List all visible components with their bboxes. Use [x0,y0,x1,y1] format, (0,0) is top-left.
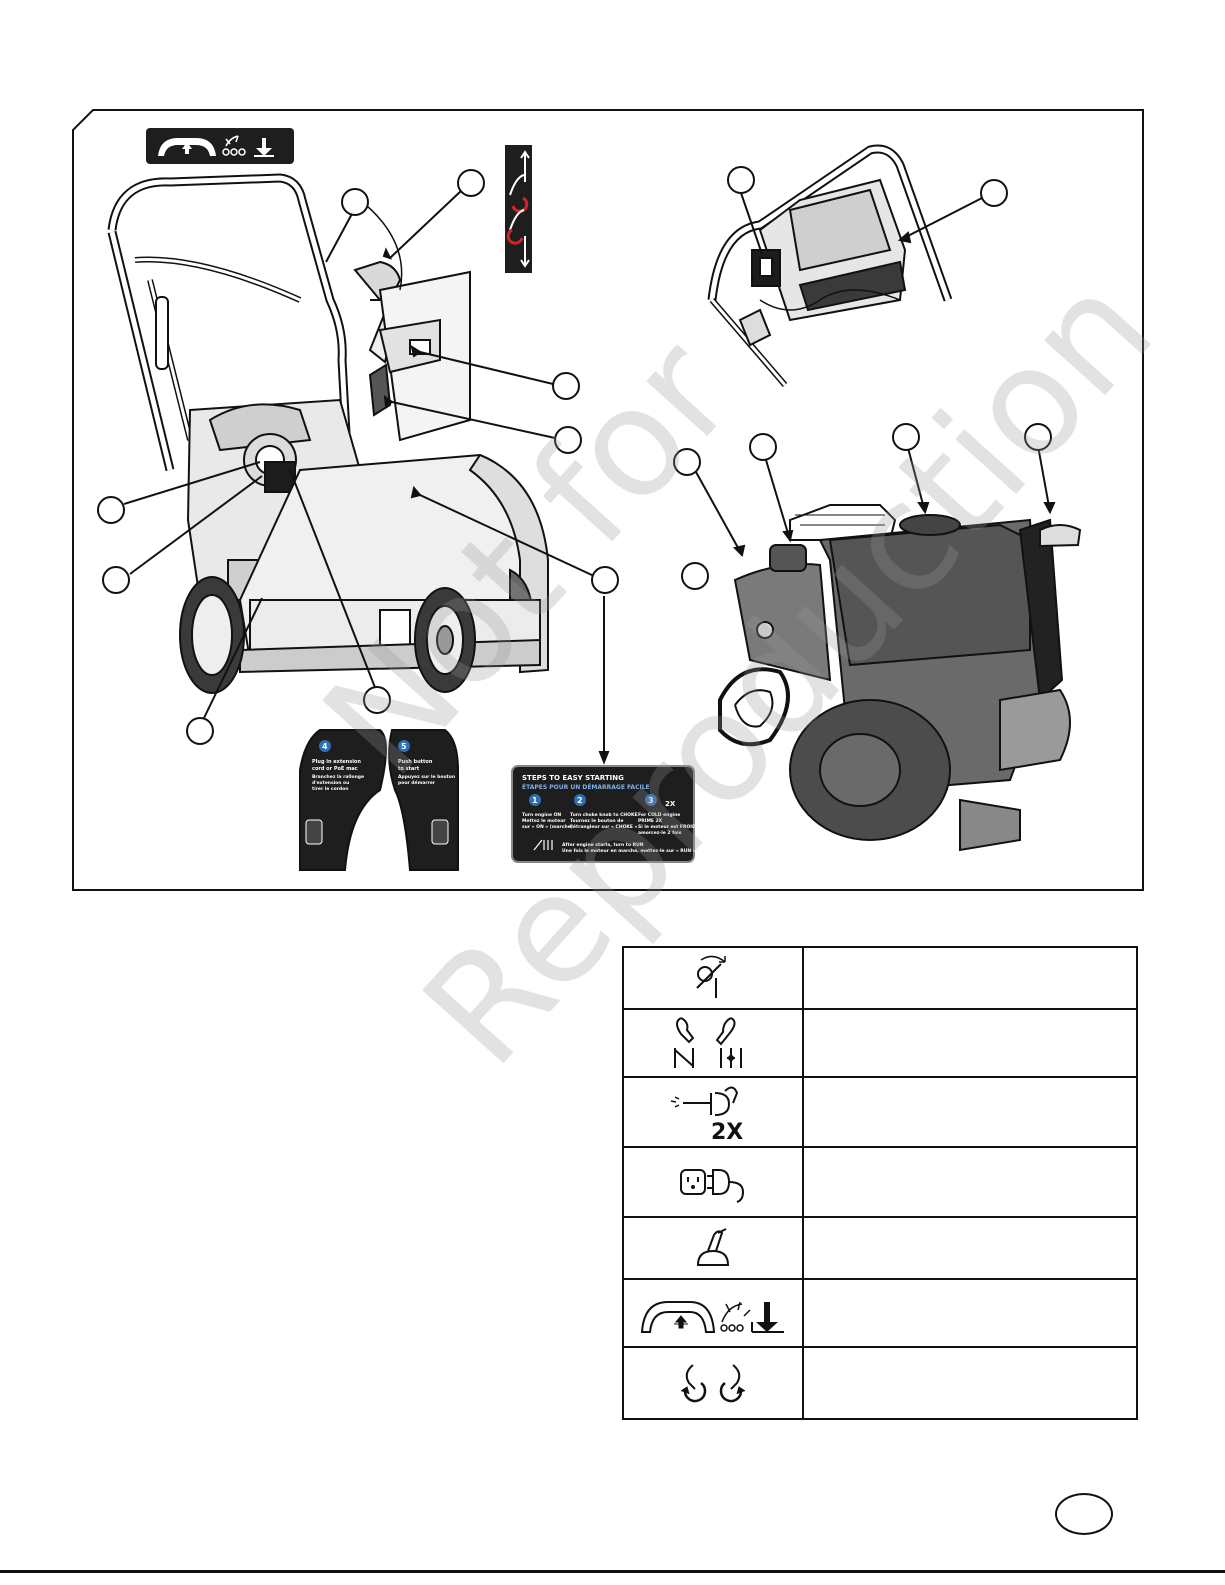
legend-symbol-cell [622,946,804,1010]
svg-text:tirer le cordon: tirer le cordon [312,786,348,792]
auger-control-icon [640,1301,784,1333]
primer-multiplier: 2X [711,1120,743,1143]
snow-thrower-drawing [107,173,549,694]
legend-row [622,1146,1139,1218]
right-decal-number: 5 [401,742,407,751]
easy-start-title: STEPS TO EASY STARTING [522,774,624,782]
auger-control-decal [146,128,294,164]
svg-text:Push button: Push button [398,759,433,765]
legend-symbol-cell [622,1278,804,1348]
engine-drawing [718,504,1082,852]
legend-symbol-cell: 2X [622,1076,804,1148]
legend-row [622,1216,1139,1280]
svg-text:For COLD engine: For COLD engine [638,812,680,818]
svg-text:PRIME 2X: PRIME 2X [638,818,663,824]
legend-row [622,1008,1139,1078]
legend-symbol-cell [622,1346,804,1420]
legend-row: 2X [622,1076,1139,1148]
legend-row [622,1278,1139,1348]
legend-description-cell [801,1008,1139,1078]
choke-run-icon [673,1017,742,1068]
legend-symbol-cell [622,1008,804,1078]
legend-description-cell [801,946,1139,1010]
push-button-start-icon [696,1228,729,1266]
svg-text:Plug in extension: Plug in extension [312,759,361,765]
callouts-handle [727,166,1008,255]
legend-description-cell [801,1346,1139,1420]
svg-text:sur « ON » (marche): sur « ON » (marche) [522,824,573,830]
callouts-snow-thrower [97,169,619,765]
frame-corner [72,109,104,141]
symbol-legend-table: 2X [622,946,1139,1420]
legend-description-cell [801,1076,1139,1148]
svg-text:Appuyez sur le bouton: Appuyez sur le bouton [398,774,455,780]
legend-description-cell [801,1146,1139,1218]
svg-text:2X: 2X [665,800,676,808]
handle-decal-right: 5 Push button to start Appuyez sur le bo… [388,729,459,871]
figure-frame [72,109,1144,891]
primer-icon: 2X [670,1086,743,1143]
legend-description-cell [801,1278,1139,1348]
illustration-layer: 4 Plug in extension cord or PoE mac Bran… [97,128,1082,871]
svg-text:Tournez le bouton de: Tournez le bouton de [570,818,623,824]
svg-text:2: 2 [577,796,583,805]
handle-decal-left: 4 Plug in extension cord or PoE mac Bran… [299,729,387,871]
svg-text:ÉTAPES POUR UN DÉMARRAGE FACIL: ÉTAPES POUR UN DÉMARRAGE FACILE [522,783,650,791]
svg-text:1: 1 [532,796,538,805]
svg-text:After engine starts, turn to R: After engine starts, turn to RUN [562,842,644,848]
svg-text:pour démarrer: pour démarrer [398,779,436,786]
bottom-rule [0,1570,1225,1573]
svg-text:3: 3 [648,796,654,805]
left-decal-number: 4 [322,742,328,751]
legend-symbol-cell [622,1216,804,1280]
svg-text:d'extension ou: d'extension ou [312,780,349,786]
svg-text:Turn engine ON: Turn engine ON [522,812,561,818]
legend-description-cell [801,1216,1139,1280]
svg-text:Mettez le moteur: Mettez le moteur [522,818,566,824]
svg-text:l'étrangleur sur « CHOKE »: l'étrangleur sur « CHOKE » [570,823,638,830]
engine-on-off-icon [696,955,726,998]
easy-start-label: STEPS TO EASY STARTING ÉTAPES POUR UN DÉ… [511,765,696,863]
legend-row [622,1346,1139,1420]
svg-text:Turn choke knob to CHOKE: Turn choke knob to CHOKE [570,812,638,818]
svg-text:amorcez-le 2 fois: amorcez-le 2 fois [638,830,682,836]
legend-symbol-cell [622,1146,804,1218]
chute-rotation-icon [680,1364,746,1403]
electric-plug-icon [679,1169,744,1203]
svg-text:Une fois le moteur en marche,: Une fois le moteur en marche, mettez-le … [562,848,696,854]
svg-text:cord or PoE mac: cord or PoE mac [312,766,358,772]
chute-rotation-decal [505,145,532,273]
handle-closeup-drawing [707,144,953,387]
legend-row [622,946,1139,1010]
svg-text:to start: to start [398,766,420,772]
svg-text:Si le moteur est FROID: Si le moteur est FROID [638,824,696,830]
svg-text:Branchez la rallonge: Branchez la rallonge [312,774,364,780]
callouts-engine [673,423,1056,590]
page-number-oval [1055,1493,1113,1535]
